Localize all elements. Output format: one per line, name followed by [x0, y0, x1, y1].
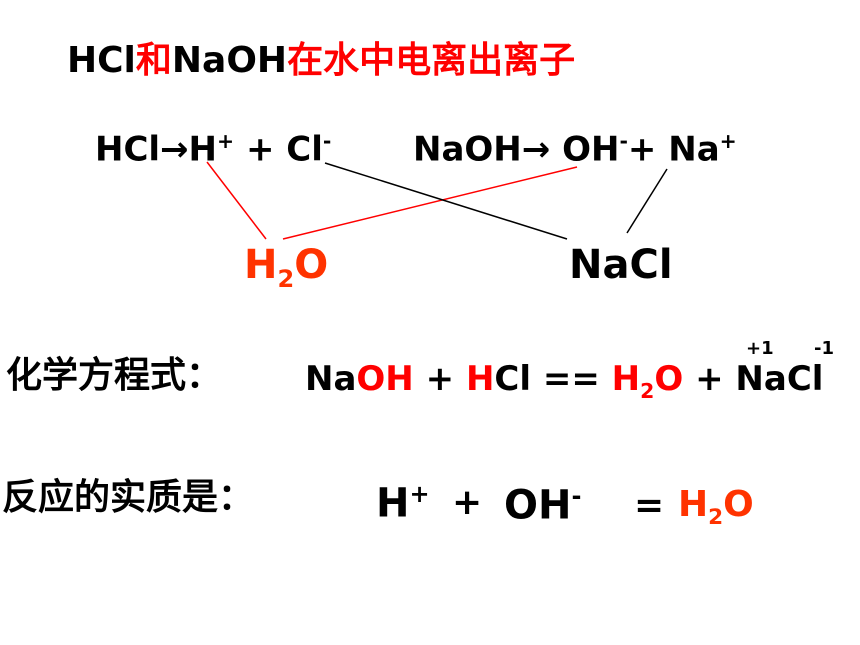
chemical-equation: NaOH + HCl == H2O + NaCl — [305, 362, 823, 401]
na-to-nacl-line — [626, 168, 668, 234]
cl-charge: - — [322, 129, 332, 153]
ess-water-h: H — [678, 484, 709, 525]
water-product: H2O — [244, 245, 328, 291]
water-h: H — [244, 242, 278, 288]
eq-plus1: + — [413, 359, 466, 399]
ess-water-o: O — [723, 484, 754, 525]
title-and: 和 — [135, 40, 172, 81]
essence-equals: = — [634, 485, 665, 526]
title-naoh: NaOH — [171, 40, 288, 81]
eq-plus2: + — [683, 359, 736, 399]
eq-h: H — [465, 359, 495, 399]
water-o: O — [294, 242, 329, 288]
equation-label: 化学方程式： — [6, 355, 223, 396]
plus-cl: + Cl — [234, 129, 323, 170]
hcl-to-h: HCl→H — [95, 129, 218, 170]
page-title: HCl和NaOH在水中电离出离子 — [67, 43, 575, 79]
eq-equals: == — [531, 359, 612, 399]
essence-water: H2O — [678, 487, 754, 529]
oh-to-water-line — [282, 166, 578, 240]
essence-plus: + — [452, 482, 483, 523]
essence-h: H+ — [376, 482, 430, 523]
eq-oh: OH — [356, 359, 414, 399]
eq-nacl: NaCl — [735, 359, 824, 399]
ess-oh-charge: - — [571, 482, 582, 510]
hcl-ionization: HCl→H+ + Cl- — [95, 129, 332, 170]
title-rest: 在水中电离出离子 — [287, 40, 576, 81]
ess-h: H — [376, 480, 410, 527]
nacl-product: NaCl — [569, 242, 673, 288]
eq-water-sub: 2 — [640, 378, 655, 403]
eq-water-h: H — [611, 359, 641, 399]
ess-h-charge: + — [409, 480, 430, 508]
title-hcl: HCl — [67, 40, 136, 81]
water-subscript: 2 — [277, 265, 295, 293]
essence-oh: OH- — [504, 484, 581, 525]
naoh-ionization: NaOH→ OH-+ Na+ — [413, 129, 737, 170]
cl-to-nacl-line — [324, 162, 568, 240]
cl-oxidation-state: -1 — [814, 338, 834, 359]
na-oxidation-state: +1 — [746, 338, 774, 359]
ess-water-sub: 2 — [708, 505, 724, 531]
eq-water-o: O — [654, 359, 684, 399]
na-charge: + — [719, 129, 737, 153]
eq-cl: Cl — [494, 359, 532, 399]
ess-oh: OH — [504, 482, 572, 529]
eq-na: Na — [305, 359, 357, 399]
essence-label: 反应的实质是： — [2, 477, 255, 518]
h-to-water-line — [206, 161, 267, 240]
plus-na: + Na — [627, 129, 720, 170]
naoh-to-oh: NaOH→ OH — [413, 129, 620, 170]
oh-charge: - — [619, 129, 628, 153]
h-charge: + — [217, 129, 235, 153]
